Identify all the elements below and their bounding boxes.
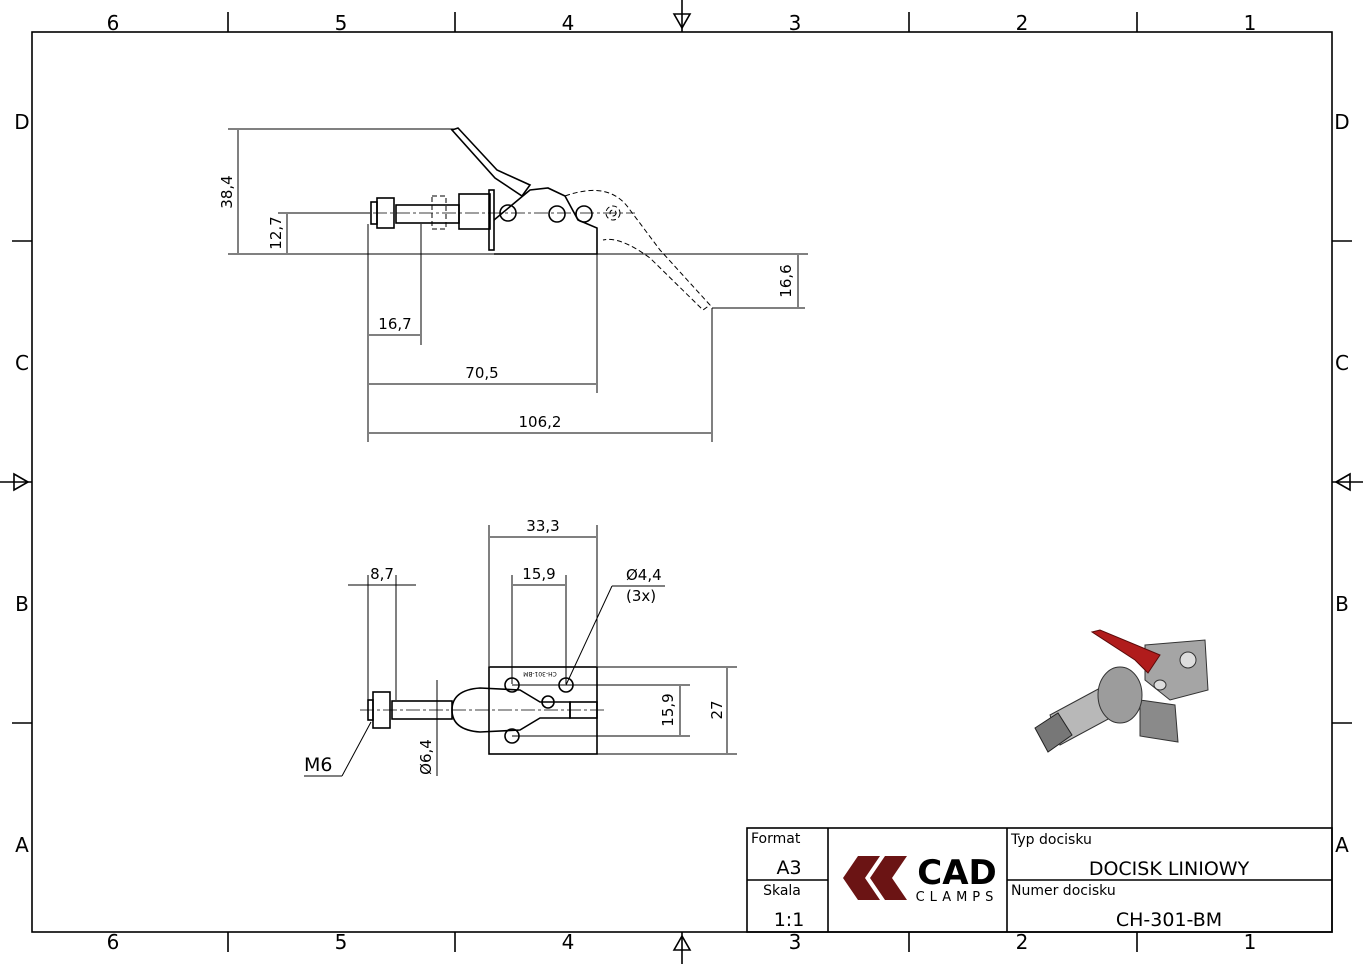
- cad-clamps-logo: CAD CLAMPS: [843, 853, 999, 905]
- isometric-render: [1034, 629, 1209, 753]
- dim-12-7: 12,7: [267, 216, 285, 249]
- column-label: 3: [789, 930, 802, 954]
- row-label: C: [1335, 351, 1349, 375]
- dim-70-5: 70,5: [465, 364, 498, 382]
- dim-27: 27: [708, 700, 726, 719]
- column-label: 4: [562, 11, 575, 35]
- format-label: Format: [751, 831, 801, 847]
- scale-value: 1:1: [774, 909, 805, 931]
- dimension-lines: [228, 128, 808, 442]
- column-label: 1: [1244, 930, 1257, 954]
- side-view: 38,4 12,7 16,6 16,7 70,5 106,2: [218, 127, 808, 442]
- column-label: 2: [1016, 11, 1029, 35]
- column-label: 5: [335, 11, 348, 35]
- type-label: Typ docisku: [1010, 832, 1092, 848]
- clamp-side-outline: [370, 127, 598, 255]
- column-label: 3: [789, 11, 802, 35]
- column-label: 1: [1244, 11, 1257, 35]
- format-value: A3: [776, 857, 801, 879]
- dim-16-6: 16,6: [777, 264, 795, 297]
- clamp-top-outline: [367, 666, 598, 755]
- row-label: C: [15, 351, 29, 375]
- dimension-lines: [304, 525, 737, 777]
- row-label: A: [15, 833, 29, 857]
- logo-subtext: CLAMPS: [916, 890, 999, 905]
- hole-callout: Ø4,4: [626, 566, 662, 584]
- part-marking: CH-301-BM: [523, 670, 557, 677]
- column-label: 4: [562, 930, 575, 954]
- dim-15-9: 15,9: [522, 565, 555, 583]
- dim-15-9-vertical: 15,9: [659, 693, 677, 726]
- thread-callout: M6: [304, 754, 332, 776]
- dim-106-2: 106,2: [519, 413, 562, 431]
- dim-8-7: 8,7: [370, 565, 394, 583]
- title-block: Format A3 Skala 1:1 Typ docisku DOCISK L…: [746, 827, 1333, 933]
- dim-diameter-6-4: Ø6,4: [417, 739, 435, 775]
- column-label: 5: [335, 930, 348, 954]
- number-label: Numer docisku: [1011, 883, 1116, 899]
- hole-count: (3x): [626, 587, 656, 605]
- number-value: CH-301-BM: [1116, 909, 1222, 931]
- top-view: CH-301-BM 33,3 8,7 15,9 15,9: [304, 517, 737, 777]
- drawing-border: [31, 31, 1333, 933]
- dim-33-3: 33,3: [526, 517, 559, 535]
- column-label: 6: [107, 11, 120, 35]
- row-label: B: [1335, 592, 1349, 616]
- type-value: DOCISK LINIOWY: [1089, 858, 1250, 880]
- dim-38-4: 38,4: [218, 175, 236, 208]
- column-label: 2: [1016, 930, 1029, 954]
- scale-label: Skala: [763, 883, 801, 899]
- row-label: B: [15, 592, 29, 616]
- row-label: A: [1335, 833, 1349, 857]
- logo-text: CAD: [917, 853, 997, 893]
- row-label: D: [14, 110, 29, 134]
- dim-16-7: 16,7: [378, 315, 411, 333]
- row-label: D: [1334, 110, 1349, 134]
- column-label: 6: [107, 930, 120, 954]
